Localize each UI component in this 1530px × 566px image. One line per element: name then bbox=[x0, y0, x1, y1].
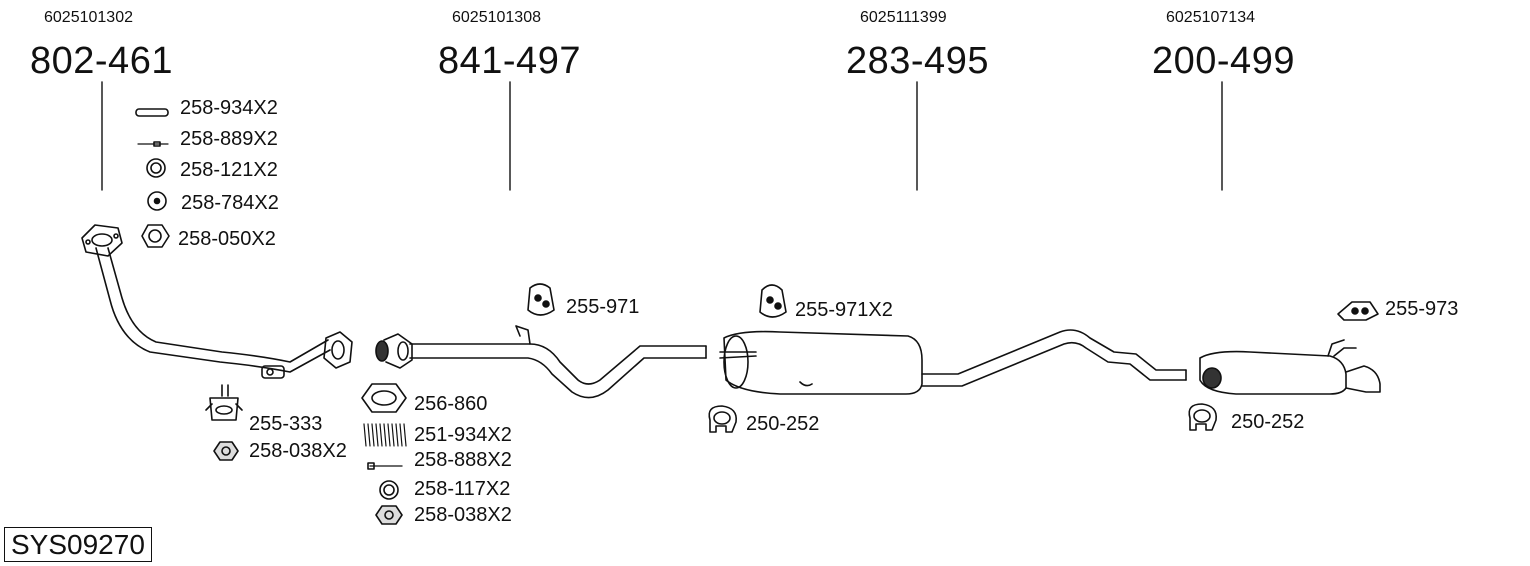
clamp-icon bbox=[1188, 403, 1218, 431]
label-accessory: 256-860 bbox=[414, 393, 488, 415]
oe-number-4: 6025107134 bbox=[1166, 9, 1255, 26]
label-accessory: 258-888X2 bbox=[414, 449, 512, 471]
part-number-intermediate-pipe: 841-497 bbox=[438, 40, 581, 82]
label-accessory: 250-252 bbox=[746, 413, 820, 435]
flange-nut-icon bbox=[375, 505, 403, 525]
rubber-hanger-icon bbox=[759, 284, 787, 318]
centre-silencer-drawing bbox=[719, 329, 1187, 395]
oe-number-3: 6025111399 bbox=[860, 9, 947, 26]
label-accessory: 255-971X2 bbox=[795, 299, 893, 321]
flange-nut-icon bbox=[213, 441, 239, 461]
gasket-ring-icon bbox=[361, 383, 407, 413]
rubber-hanger-icon bbox=[527, 283, 555, 316]
spring-icon bbox=[363, 423, 407, 447]
oe-number-2: 6025101308 bbox=[452, 9, 541, 26]
washer-icon bbox=[146, 158, 166, 178]
leader-lines bbox=[101, 81, 1223, 191]
bolt-icon bbox=[367, 462, 403, 470]
oe-number-1: 6025101302 bbox=[44, 9, 133, 26]
label-accessory: 258-784X2 bbox=[181, 192, 279, 214]
label-accessory: 255-333 bbox=[249, 413, 323, 435]
label-accessory: 250-252 bbox=[1231, 411, 1305, 433]
part-number-front-pipe: 802-461 bbox=[30, 40, 173, 82]
mounting-strap-icon bbox=[1337, 301, 1379, 321]
label-accessory: 258-038X2 bbox=[414, 504, 512, 526]
part-number-centre-silencer: 283-495 bbox=[846, 40, 989, 82]
hex-nut-icon bbox=[141, 224, 170, 248]
front-pipe-drawing bbox=[81, 224, 353, 379]
washer-icon bbox=[379, 480, 399, 500]
clamp-icon bbox=[708, 405, 738, 433]
stud-icon bbox=[137, 141, 169, 147]
rubber-mount-icon bbox=[205, 384, 243, 421]
bolt-icon bbox=[135, 108, 169, 117]
rear-silencer-drawing bbox=[1199, 339, 1381, 395]
label-accessory: 258-889X2 bbox=[180, 128, 278, 150]
spring-washer-icon bbox=[147, 191, 167, 211]
label-accessory: 258-050X2 bbox=[178, 228, 276, 250]
label-accessory: 258-121X2 bbox=[180, 159, 278, 181]
label-accessory: 251-934X2 bbox=[414, 424, 512, 446]
label-accessory: 255-971 bbox=[566, 296, 640, 318]
label-accessory: 258-934X2 bbox=[180, 97, 278, 119]
system-code-box: SYS09270 bbox=[4, 527, 152, 562]
label-accessory: 258-038X2 bbox=[249, 440, 347, 462]
intermediate-pipe-drawing bbox=[375, 325, 707, 399]
part-number-rear-silencer: 200-499 bbox=[1152, 40, 1295, 82]
label-accessory: 258-117X2 bbox=[414, 478, 511, 500]
label-accessory: 255-973 bbox=[1385, 298, 1459, 320]
